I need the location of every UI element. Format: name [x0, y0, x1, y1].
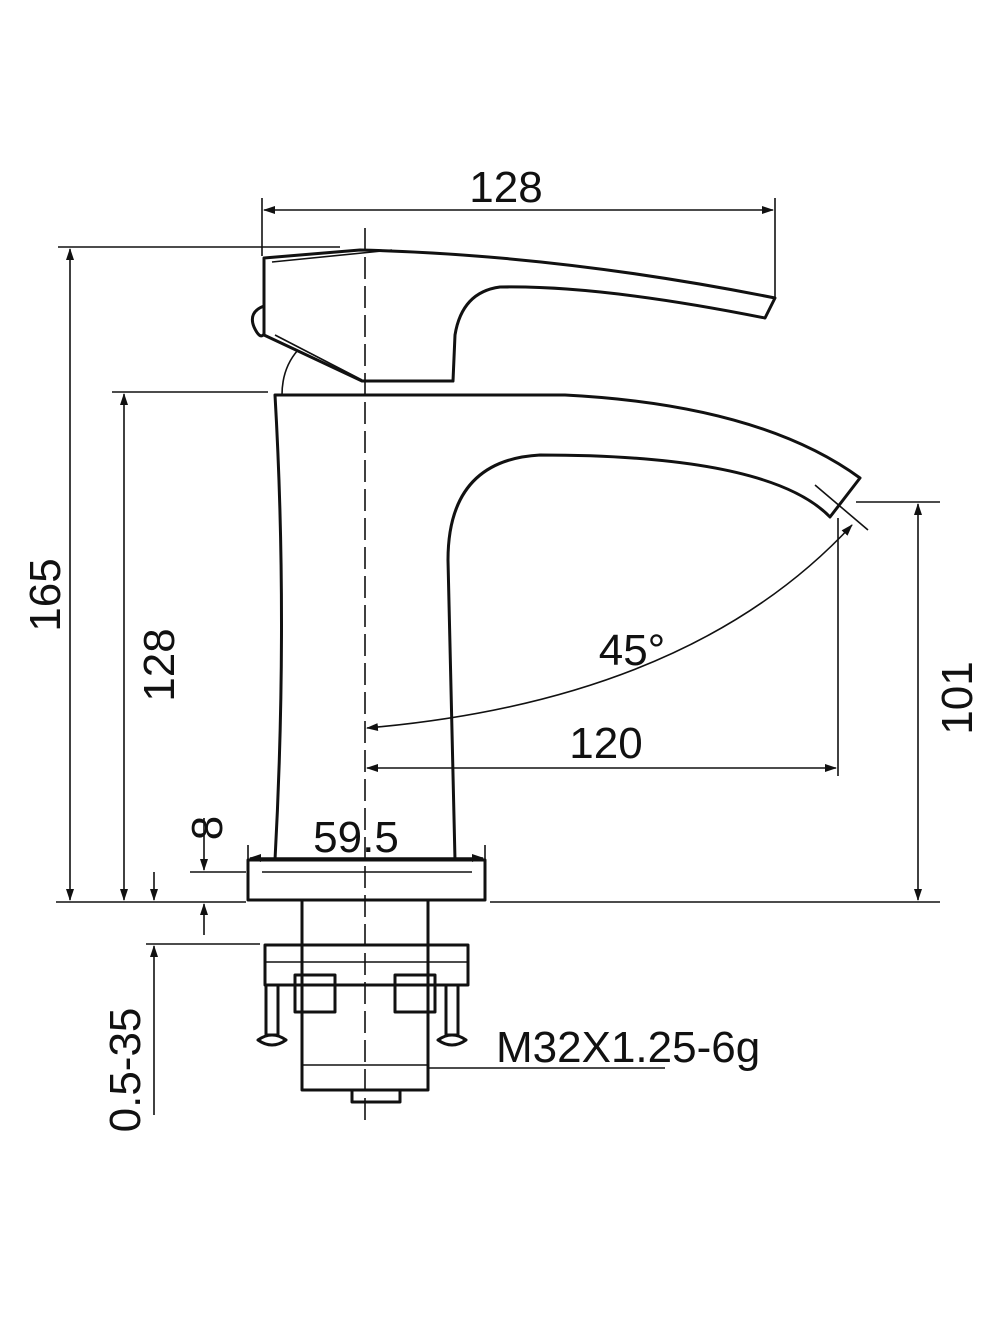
thread-spec: M32X1.25-6g — [496, 1023, 760, 1072]
mount-block-right — [393, 973, 437, 1014]
bottom-stub — [350, 1088, 402, 1104]
bolt-right — [436, 983, 468, 1047]
dimension-labels: 128 165 128 101 120 45° 59.5 8 0.5-35 M3… — [21, 163, 982, 1132]
dim-handle-length: 128 — [469, 163, 542, 212]
handle-lower-line — [274, 334, 363, 381]
dim-base-thickness: 8 — [183, 816, 232, 840]
dim-spout-reach: 120 — [569, 719, 642, 768]
cartridge-arc — [281, 349, 299, 396]
handle-knob — [250, 304, 266, 338]
mounting-plate — [263, 943, 470, 987]
faucet-body — [273, 393, 862, 862]
faucet-outline — [246, 248, 869, 1104]
dim-spout-height: 101 — [933, 661, 982, 734]
handle-top-edge — [271, 249, 393, 263]
dim-mount-thickness: 0.5-35 — [101, 1008, 150, 1133]
dim-total-height: 165 — [21, 558, 70, 631]
dim-arc-spout-angle — [366, 524, 853, 732]
bolt-left — [256, 983, 288, 1047]
mount-block-left — [293, 973, 337, 1014]
extension-lines — [56, 198, 940, 945]
handle-lever — [262, 248, 777, 383]
dim-body-height: 128 — [135, 628, 184, 701]
dim-spout-angle: 45° — [599, 626, 666, 675]
spout-tip-mark — [814, 484, 869, 531]
base-flange — [246, 858, 487, 902]
dim-base-width: 59.5 — [313, 813, 399, 862]
dimension-lines — [66, 206, 922, 1115]
